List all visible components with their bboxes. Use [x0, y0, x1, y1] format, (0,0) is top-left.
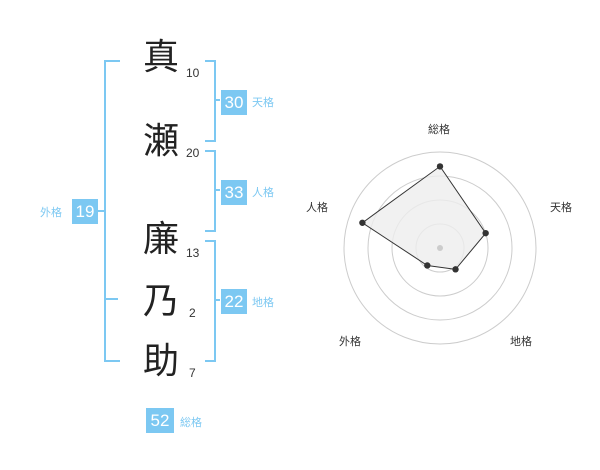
gaikaku-badge: 19 [72, 199, 98, 224]
radar-ring [391, 199, 489, 297]
name-character-1: 真 [142, 37, 179, 78]
radar-point-4 [424, 262, 431, 269]
name-character-5: 助 [142, 341, 179, 382]
jinkaku-badge: 33 [221, 180, 247, 205]
stroke-count-3: 13 [186, 246, 200, 260]
tenkaku-label: 天格 [252, 96, 274, 109]
jinkaku-label: 人格 [252, 186, 274, 199]
radar-center-dot [437, 245, 443, 251]
jinkaku-bracket [205, 150, 216, 232]
stroke-count-5: 7 [189, 366, 196, 380]
gaikaku-label: 外格 [40, 206, 62, 219]
gaikaku-inner-tick [106, 298, 118, 300]
radar-label-gaikaku: 外格 [339, 335, 361, 348]
radar-ring [415, 223, 465, 273]
stroke-count-4: 2 [189, 306, 196, 320]
jinkaku-tick [214, 189, 220, 191]
stroke-count-1: 10 [186, 66, 200, 80]
radar-label-chikaku: 地格 [510, 335, 532, 348]
radar-label-soukaku: 総格 [428, 123, 450, 136]
name-character-2: 瀬 [142, 121, 179, 162]
soukaku-badge: 52 [146, 408, 174, 433]
radar-point-3 [452, 266, 459, 273]
name-character-3: 廉 [142, 219, 179, 260]
radar-ring [343, 151, 537, 345]
chikaku-badge: 22 [221, 289, 247, 314]
tenkaku-bracket [205, 60, 216, 142]
radar-point-5 [359, 219, 366, 226]
radar-point-1 [436, 163, 444, 170]
radar-ring [367, 175, 513, 321]
chikaku-label: 地格 [252, 296, 274, 309]
radar-label-jinkaku: 人格 [306, 201, 328, 214]
soukaku-label: 総格 [180, 416, 202, 429]
chikaku-bracket [205, 240, 216, 362]
radar-point-2 [482, 229, 489, 237]
tenkaku-badge: 30 [221, 90, 247, 115]
name-character-4: 乃 [142, 281, 179, 322]
stroke-count-2: 20 [186, 146, 200, 160]
chikaku-tick [214, 299, 220, 301]
tenkaku-tick [214, 99, 220, 101]
radar-label-tenkaku: 天格 [550, 201, 572, 214]
radar-polygon [361, 165, 487, 270]
gaikaku-tick [98, 210, 104, 212]
gaikaku-bracket [104, 60, 120, 362]
